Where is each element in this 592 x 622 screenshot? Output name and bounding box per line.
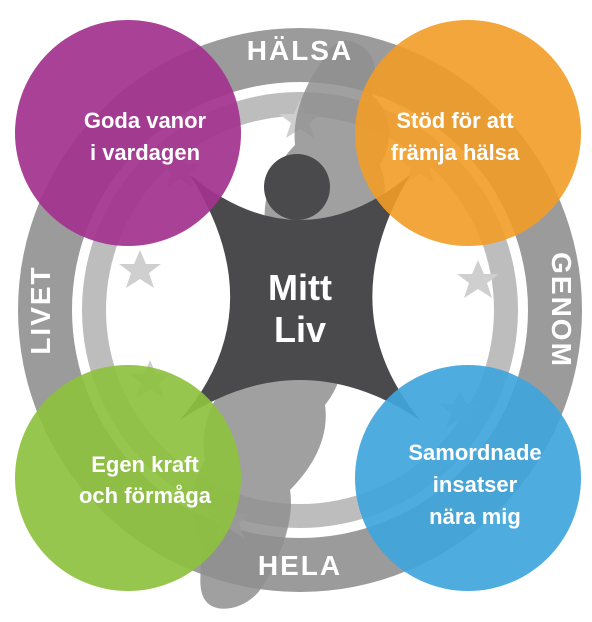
- egen-kraft-line1: Egen kraft: [91, 452, 199, 477]
- center-star: [180, 175, 420, 420]
- egen-kraft-line2: och förmåga: [79, 483, 212, 508]
- stod-line1: Stöd för att: [396, 108, 514, 133]
- circle-goda-vanor: [15, 20, 241, 246]
- samordnade-line1: Samordnade: [408, 440, 541, 465]
- ring-word-left: LIVET: [25, 265, 56, 354]
- samordnade-line3: nära mig: [429, 504, 521, 529]
- ring-word-bottom: HELA: [258, 550, 342, 581]
- circle-samordnade: [355, 365, 581, 591]
- goda-vanor-line2: i vardagen: [90, 140, 200, 165]
- stod-line2: främja hälsa: [391, 140, 520, 165]
- ring-word-top: HÄLSA: [247, 35, 353, 66]
- goda-vanor-line1: Goda vanor: [84, 108, 207, 133]
- center-line2: Liv: [274, 309, 326, 350]
- circle-egen-kraft: [15, 365, 241, 591]
- ring-word-right: GENOM: [546, 252, 577, 368]
- center-line1: Mitt: [268, 267, 332, 308]
- person-head: [264, 154, 330, 220]
- samordnade-line2: insatser: [433, 472, 518, 497]
- circle-stod: [355, 20, 581, 246]
